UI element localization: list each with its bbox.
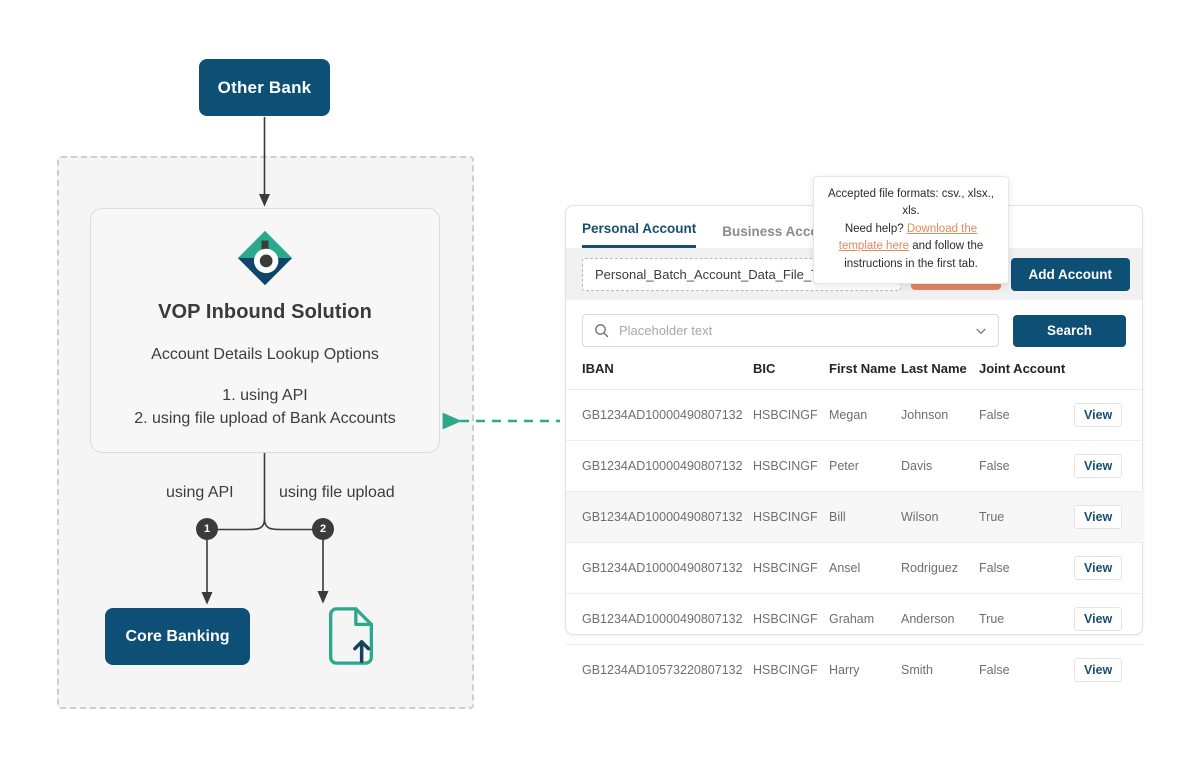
cell-joint-account: True — [979, 593, 1074, 645]
cell-joint-account: False — [979, 542, 1074, 594]
cell-first-name: Ansel — [829, 542, 901, 594]
cell-bic: HSBCINGF — [753, 542, 829, 594]
tab-personal-account[interactable]: Personal Account — [582, 221, 697, 248]
column-header-actions — [1074, 359, 1144, 390]
view-button[interactable]: View — [1074, 658, 1123, 682]
cell-last-name: Davis — [901, 440, 979, 492]
cell-actions: View — [1074, 440, 1144, 492]
cell-iban: GB1234AD10000490807132 — [566, 542, 753, 594]
cell-bic: HSBCINGF — [753, 389, 829, 441]
column-header-last-name: Last Name — [901, 359, 979, 390]
tooltip-line-2-prefix: Need help? — [844, 222, 907, 235]
cell-first-name: Megan — [829, 389, 901, 441]
cell-iban: GB1234AD10000490807132 — [566, 491, 753, 543]
cell-last-name: Rodriguez — [901, 542, 979, 594]
column-header-iban: IBAN — [566, 359, 753, 390]
cell-iban: GB1234AD10573220807132 — [582, 663, 743, 677]
cell-bic: HSBCINGF — [753, 491, 829, 543]
tab-business-account-label: Business Account — [722, 224, 840, 239]
view-button[interactable]: View — [1074, 505, 1123, 529]
search-row: Search — [566, 300, 1142, 359]
cell-last-name: Smith — [901, 663, 933, 677]
cell-iban: GB1234AD10000490807132 — [566, 440, 753, 492]
cell-iban: GB1234AD10000490807132 — [566, 389, 753, 441]
tooltip-line-1: Accepted file formats: csv., xlsx., xls. — [828, 188, 994, 218]
cell-bic: HSBCINGF — [753, 593, 829, 645]
cell-joint-account: False — [979, 389, 1074, 441]
vop-option-2: 2. using file upload of Bank Accounts — [134, 410, 396, 428]
search-input[interactable] — [617, 322, 966, 339]
other-bank-node: Other Bank — [199, 59, 330, 116]
view-button[interactable]: View — [1074, 556, 1123, 580]
accounts-table: IBAN BIC First Name Last Name Joint Acco… — [566, 359, 1144, 695]
vop-option-1: 1. using API — [222, 387, 308, 404]
vop-title: VOP Inbound Solution — [158, 301, 372, 323]
cell-last-name: Anderson — [901, 593, 979, 645]
cell-actions: View — [1074, 593, 1144, 645]
cell-bic: HSBCINGF — [753, 440, 829, 492]
view-button[interactable]: View — [1074, 403, 1123, 427]
cell-actions: View — [1074, 645, 1144, 696]
cell-joint-account: False — [979, 663, 1010, 677]
view-button[interactable]: View — [1074, 454, 1123, 478]
cell-actions: View — [1074, 542, 1144, 594]
core-banking-node: Core Banking — [105, 608, 250, 665]
tooltip-line-2-suffix: and follow the instructions in the first… — [844, 240, 984, 270]
accounts-table-head: IBAN BIC First Name Last Name Joint Acco… — [566, 359, 1144, 390]
download-template-link[interactable]: Download the template here — [838, 222, 978, 253]
cell-joint-account: False — [979, 440, 1074, 492]
core-banking-label: Core Banking — [125, 627, 230, 645]
chevron-down-icon[interactable] — [974, 324, 988, 338]
branch-number-2: 2 — [312, 518, 334, 540]
search-button[interactable]: Search — [1012, 314, 1126, 347]
search-icon — [594, 323, 609, 338]
branch-number-1: 1 — [196, 518, 218, 540]
cell-actions: View — [1074, 389, 1144, 441]
table-header-row: IBAN BIC First Name Last Name Joint Acco… — [566, 359, 1144, 390]
cell-bic: HSBCINGF — [753, 663, 818, 677]
branch-label-using-file-upload: using file upload — [279, 484, 395, 501]
cell-first-name: Harry — [829, 663, 860, 677]
brand-diamond-b-logo — [237, 230, 293, 286]
other-bank-label: Other Bank — [217, 77, 312, 97]
vop-flow-diagram: Other Bank VOP Inbound Solution Account … — [0, 0, 560, 761]
cell-last-name: Johnson — [901, 389, 979, 441]
cell-actions: View — [1074, 491, 1144, 543]
table-row: GB1234AD10573220807132 HSBCINGF Harry Smith… — [566, 645, 1144, 696]
cell-first-name: Graham — [829, 593, 901, 645]
column-header-first-name: First Name — [829, 359, 901, 390]
branch-label-using-api: using API — [166, 484, 234, 501]
view-button[interactable]: View — [1074, 607, 1123, 631]
column-header-joint-account: Joint Account — [979, 359, 1074, 390]
cell-first-name: Peter — [829, 440, 901, 492]
cell-joint-account: True — [979, 491, 1074, 543]
vop-inbound-solution-node: VOP Inbound Solution Account Details Loo… — [90, 208, 440, 453]
file-format-tooltip: Accepted file formats: csv., xlsx., xls.… — [813, 176, 1009, 285]
add-account-button[interactable]: Add Account — [1010, 257, 1130, 291]
cell-first-name: Bill — [829, 491, 901, 543]
vop-subtitle: Account Details Lookup Options — [151, 346, 379, 363]
tab-personal-account-label: Personal Account — [582, 221, 697, 236]
tab-business-account[interactable]: Business Account — [722, 224, 839, 248]
cell-iban: GB1234AD10000490807132 — [566, 593, 753, 645]
selected-file-name: Personal_Batch_Account_Data_File_Templat… — [595, 266, 839, 282]
column-header-bic: BIC — [753, 359, 829, 390]
search-field[interactable] — [582, 314, 999, 347]
cell-last-name: Wilson — [901, 491, 979, 543]
document-upload-icon — [329, 607, 373, 665]
